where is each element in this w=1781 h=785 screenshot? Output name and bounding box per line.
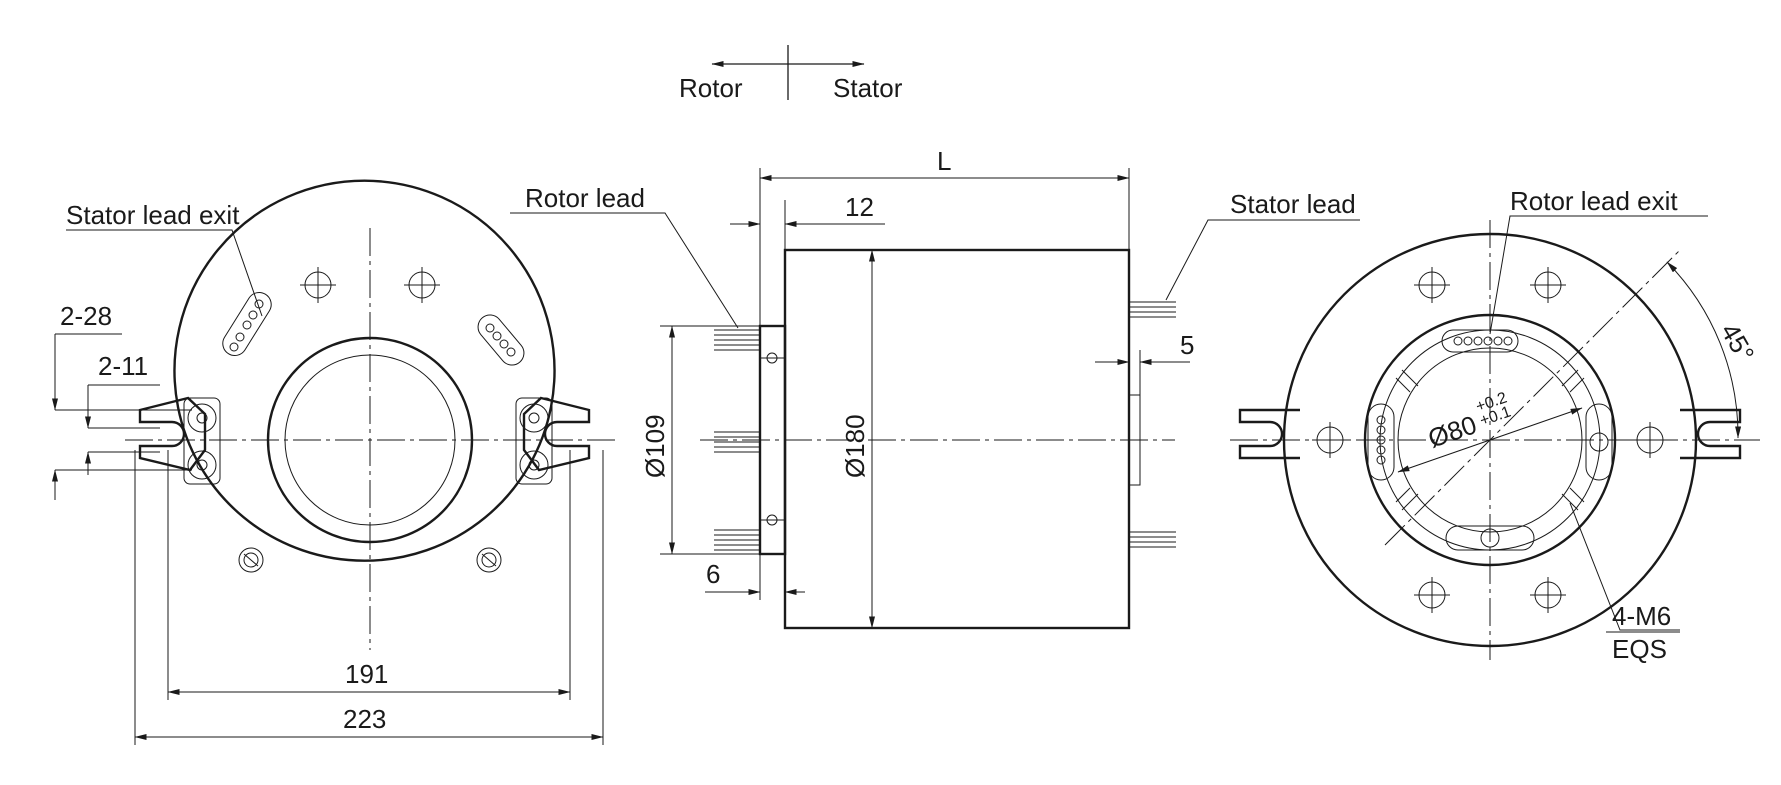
- dim-12: 12: [845, 192, 874, 222]
- direction-indicator: Rotor Stator: [679, 45, 903, 103]
- stator-lead-label: Stator lead: [1230, 189, 1356, 219]
- side-view: L 12 Rotor lead Stator lead Ø109 Ø180 6 …: [510, 146, 1360, 630]
- dim-5: 5: [1180, 330, 1194, 360]
- front-holes: [238, 267, 502, 573]
- dim-dia-180: Ø180: [840, 414, 870, 478]
- dim-2-11: 2-11: [98, 351, 148, 381]
- dim-223: 223: [343, 704, 386, 734]
- dim-L: L: [937, 146, 951, 176]
- rotor-lead-exit-label: Rotor lead exit: [1510, 186, 1678, 216]
- rotor-lead-exit-slot-top: [1441, 329, 1519, 353]
- stator-lead-exit-slot-left: [222, 291, 272, 357]
- stator-lead-wires: [1129, 301, 1176, 548]
- dim-6: 6: [706, 559, 720, 589]
- rotor-direction-label: Rotor: [679, 73, 743, 103]
- dim-dia-109: Ø109: [640, 414, 670, 478]
- rotor-lead-label: Rotor lead: [525, 183, 645, 213]
- stator-lead-exit-slot-right: [477, 314, 525, 366]
- rotor-slot-right: [1585, 403, 1613, 481]
- stator-direction-label: Stator: [833, 73, 903, 103]
- front-right-lug: [522, 396, 591, 472]
- rotor-lead-wires: [714, 329, 760, 551]
- rear-view: Ø80 +0.2 +0.1 45° Rotor lead exit 4-M6 E…: [1230, 186, 1760, 664]
- rear-tick-marks: [1395, 369, 1585, 511]
- dim-191: 191: [345, 659, 388, 689]
- stator-lead-exit-label: Stator lead exit: [66, 200, 240, 230]
- thread-spec-label: 4-M6: [1612, 601, 1671, 631]
- rear-left-lug: [1238, 408, 1300, 460]
- front-view: Stator lead exit 2-28 2-11 191 223: [52, 179, 620, 745]
- rotor-lead-exit-slot-left: [1367, 403, 1395, 481]
- angle-45: 45°: [1715, 318, 1761, 367]
- front-left-lug: [138, 396, 207, 472]
- side-body: [783, 248, 1131, 630]
- thread-note-label: EQS: [1612, 634, 1667, 664]
- dim-2-28: 2-28: [60, 301, 112, 331]
- rear-right-lug: [1680, 408, 1742, 460]
- dim-dia-80: Ø80: [1424, 409, 1480, 453]
- front-housing-outline: [173, 179, 556, 562]
